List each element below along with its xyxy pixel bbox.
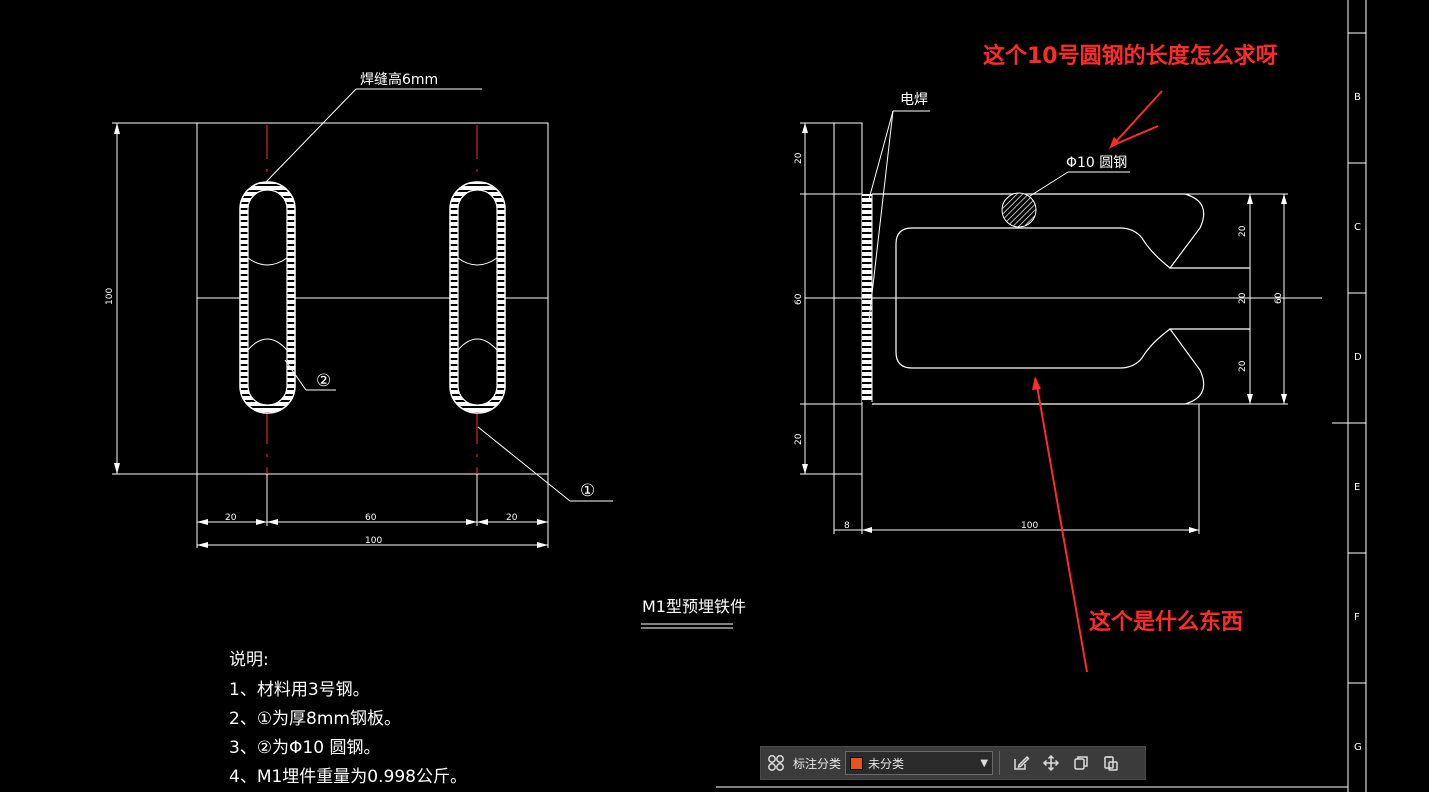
zone-label-e: E: [1354, 482, 1360, 493]
edit-icon[interactable]: [1006, 748, 1036, 778]
layer-color-swatch: [850, 756, 864, 770]
dim-middle-60: 60: [365, 513, 377, 523]
zone-label-f: F: [1354, 612, 1360, 623]
dim-left-20: 20: [225, 513, 237, 523]
dim-side-top-20: 20: [794, 152, 804, 164]
balloon-1: ①: [580, 481, 595, 501]
category-label: 标注分类: [793, 756, 842, 771]
welded-bar-right[interactable]: [449, 181, 506, 414]
copy-icon[interactable]: [1066, 748, 1096, 778]
dim-total-100: 100: [365, 536, 382, 546]
u-shaped-round-bar[interactable]: [872, 193, 1250, 405]
weld-leader-line: [264, 88, 357, 184]
dim-height-100: 100: [105, 288, 115, 305]
dim-side-mid-60: 60: [794, 293, 804, 305]
weld-height-label: 焊缝高6mm: [360, 71, 438, 88]
move-icon[interactable]: [1036, 748, 1066, 778]
note-item: 4、M1埋件重量为0.998公斤。: [229, 767, 467, 787]
dim-side-r1-20: 20: [1238, 225, 1248, 237]
front-view-dimensions: [112, 122, 549, 548]
balloon-2: ②: [316, 371, 331, 391]
annotation-arrows: [1035, 90, 1163, 673]
annotation-question-bar-length: 这个10号圆钢的长度怎么求呀: [983, 44, 1278, 69]
drawing-title: M1型预埋铁件: [642, 597, 746, 616]
notes-heading: 说明:: [229, 650, 269, 670]
note-item: 1、材料用3号钢。: [229, 680, 370, 700]
dim-side-r3-20: 20: [1238, 360, 1248, 372]
round-bar-leader: [1029, 171, 1069, 197]
grid-icon[interactable]: [761, 748, 791, 778]
toolbar-separator: [999, 751, 1001, 775]
dim-side-r2-20: 20: [1238, 292, 1248, 304]
note-item: 2、①为厚8mm钢板。: [229, 709, 401, 729]
dim-side-total-60: 60: [1274, 292, 1284, 304]
balloon-1-leader: [477, 426, 571, 502]
electric-weld-label: 电焊: [900, 92, 928, 108]
dim-right-20: 20: [506, 513, 518, 523]
round-bar-label: Φ10 圆钢: [1066, 155, 1127, 171]
annotation-question-what-is-this: 这个是什么东西: [1089, 610, 1244, 635]
zone-label-b: B: [1354, 92, 1361, 103]
balloon-2-leader: [284, 359, 307, 391]
dim-thickness-8: 8: [844, 521, 850, 531]
zone-label-d: D: [1354, 352, 1362, 363]
note-item: 3、②为Φ10 圆钢。: [229, 738, 381, 758]
layer-dropdown[interactable]: 未分类 ▼: [845, 751, 994, 775]
dim-length-100: 100: [1021, 521, 1038, 531]
paste-icon[interactable]: [1096, 748, 1126, 778]
welded-bar-left[interactable]: [239, 181, 296, 414]
layer-dropdown-value: 未分类: [868, 756, 905, 771]
front-view[interactable]: 焊缝高6mm ② ①: [105, 71, 613, 548]
side-view[interactable]: 电焊 Φ10 圆钢: [794, 92, 1322, 534]
zone-label-c: C: [1354, 222, 1361, 233]
side-view-dimensions: [800, 122, 1288, 534]
sheet-border: [716, 0, 1367, 792]
dim-side-bottom-20: 20: [794, 433, 804, 445]
electric-weld-leader: [868, 110, 894, 200]
zone-label-g: G: [1354, 742, 1362, 753]
round-bar-section[interactable]: [1001, 192, 1037, 228]
annotation-toolbar: 标注分类 未分类 ▼: [760, 746, 1146, 780]
chevron-down-icon: ▼: [980, 757, 989, 769]
